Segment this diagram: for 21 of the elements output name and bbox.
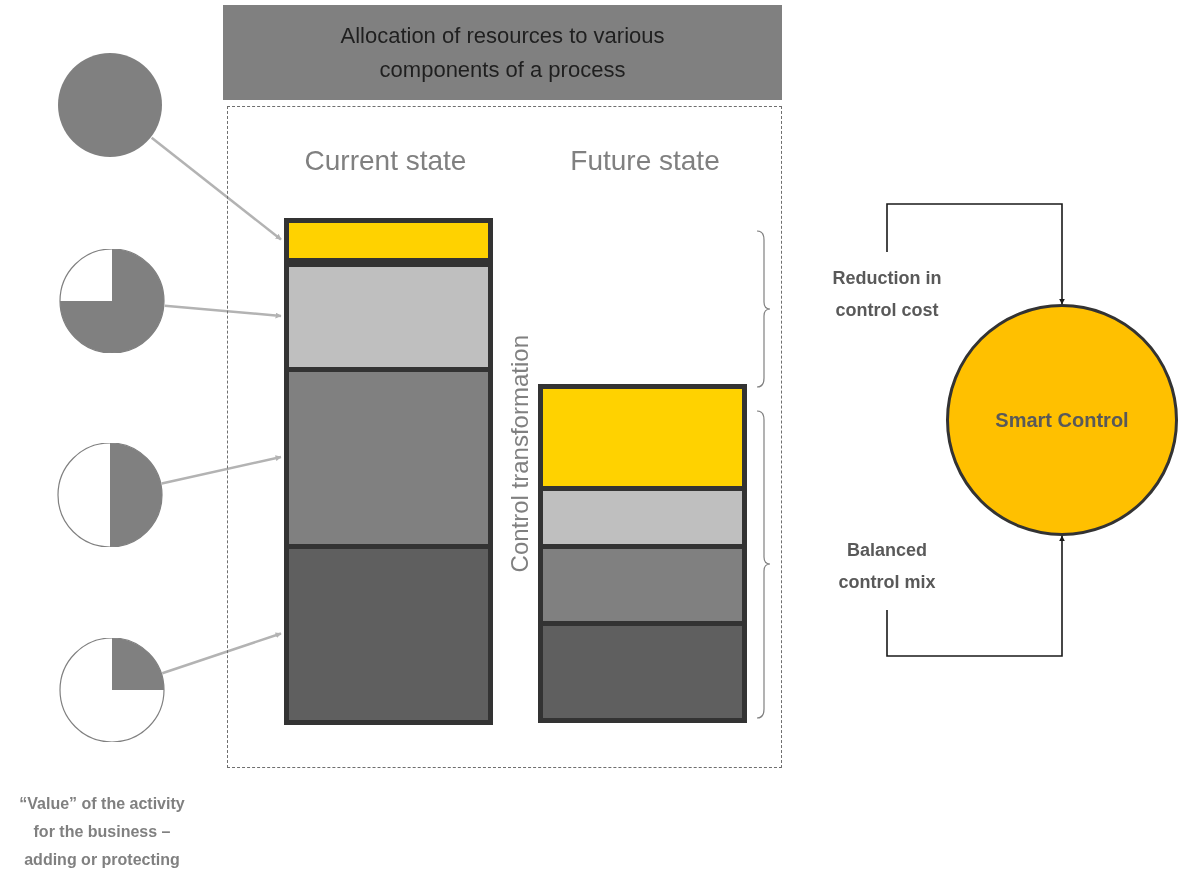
dashed-frame [227,106,782,768]
column-heading: Future state [569,144,721,178]
title-text: Allocation of resources to various components of a process [339,21,666,84]
pie-chart [57,53,163,157]
arrow [161,632,282,675]
feedback-arrow [886,203,1065,305]
caption-text: “Value” of the activity for the business – adding or protecting [18,794,186,870]
arrow [161,455,282,485]
feedback-label: Reduction in control cost [815,262,959,326]
node-label: Smart Control [995,408,1129,433]
feedback-arrow [886,535,1065,657]
title-banner [223,5,782,100]
arrow [164,304,282,319]
feedback-label: Balanced control mix [815,534,959,598]
axis-label: Control transformation [505,335,534,573]
pie-chart [59,249,165,353]
pie-chart [57,443,163,547]
bar-segment [284,218,493,263]
arrow [150,136,282,241]
pie-chart [59,638,165,742]
column-heading: Current state [303,144,468,178]
